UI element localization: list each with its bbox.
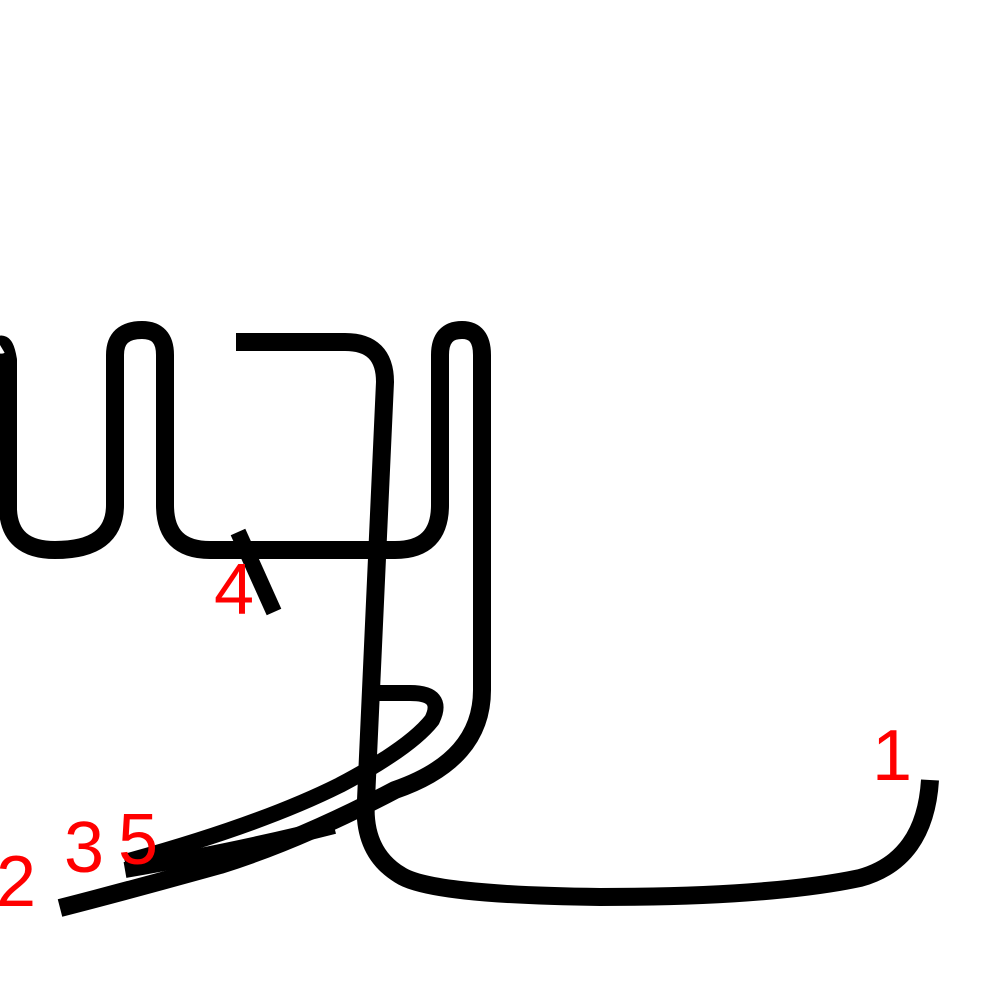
stroke-order-label-3: 3: [64, 808, 104, 888]
stroke-1: [236, 333, 939, 906]
stroke-5: [123, 818, 336, 878]
stroke-order-label-1: 1: [872, 716, 912, 796]
stroke-4: [230, 528, 282, 616]
stroke-order-label-4: 4: [214, 550, 254, 630]
stroke-3: [122, 685, 444, 870]
stroke-order-label-2: 2: [0, 842, 36, 922]
stroke-order-label-5: 5: [118, 800, 158, 880]
